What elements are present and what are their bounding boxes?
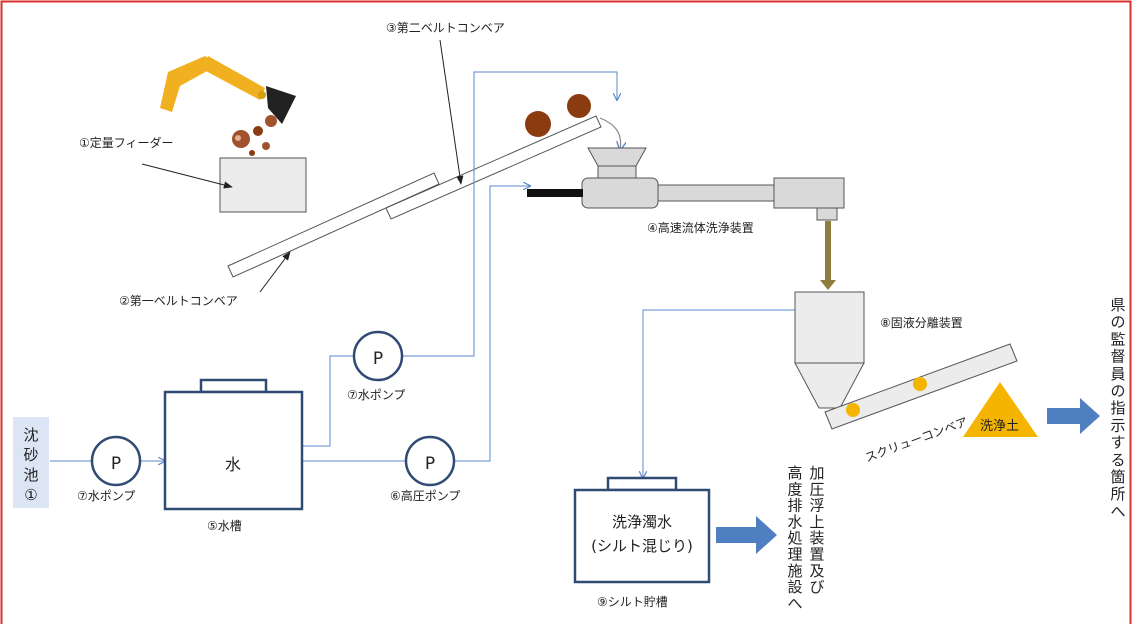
vertical-text-char: 指	[1110, 399, 1125, 417]
vertical-text-char: 箇	[1110, 468, 1125, 486]
top-pump-return-line	[402, 71, 617, 357]
washed-soil-label: 洗浄土	[980, 419, 1019, 434]
soil-output-arrow	[1047, 398, 1100, 434]
vertical-text-char: 池	[23, 466, 38, 484]
vertical-text-char: へ	[787, 594, 802, 612]
vertical-text-char: 浮	[809, 497, 824, 515]
belt2-label: ③第二ベルトコンベア	[386, 21, 505, 35]
silt-tank-label: ⑨シルト貯槽	[597, 595, 668, 609]
vertical-text-char: 理	[787, 546, 802, 564]
vertical-text-char: ①	[24, 486, 37, 504]
vertical-text-char: 督	[1110, 348, 1125, 366]
vertical-text-char: び	[809, 578, 824, 596]
vertical-text-char: 圧	[809, 480, 824, 498]
vertical-text-char: 監	[1110, 330, 1125, 348]
settling-pond-text: 沈砂池 ①	[23, 426, 38, 504]
vertical-text-char: 度	[787, 480, 802, 498]
belt1-pointer	[259, 251, 291, 293]
belt2-pointer	[439, 39, 464, 185]
vertical-text-char: の	[1110, 313, 1125, 331]
vertical-text-char: 高	[787, 464, 802, 482]
pump-symbol: P	[111, 454, 121, 474]
washer-label: ④高速流体洗浄装置	[647, 220, 754, 235]
vertical-text-char: の	[1110, 382, 1125, 400]
vertical-text-char: 置	[809, 546, 824, 564]
vertical-text-char: 処	[787, 529, 802, 547]
first-belt-conveyor	[227, 172, 440, 278]
vertical-text-char: 設	[787, 578, 802, 596]
tank-water-text: 水	[225, 455, 241, 474]
second-belt-conveyor	[385, 115, 602, 220]
vertical-text-char: へ	[1110, 502, 1125, 520]
vertical-text-char: 装	[809, 529, 824, 547]
vertical-text-char: 員	[1110, 365, 1125, 383]
screw-ball	[846, 403, 860, 417]
separator-to-silt-line	[643, 309, 795, 478]
excavator-icon	[160, 56, 296, 124]
drop-arrow	[599, 117, 621, 150]
water-pump-left: P	[90, 435, 142, 487]
soil-pipe-arrowhead	[820, 280, 836, 290]
vertical-text-char: 県	[1110, 296, 1125, 314]
vertical-text-char: す	[1110, 434, 1125, 452]
nozzle	[527, 189, 583, 197]
vertical-text-char: 砂	[23, 446, 38, 464]
vertical-text-char: 加	[809, 464, 824, 482]
settling-pond-box	[13, 417, 49, 508]
vertical-text-char: 水	[787, 513, 802, 531]
washed-soil-triangle	[963, 382, 1038, 437]
dirty-water-line2: (シルト混じり)	[591, 537, 693, 555]
treatment-output-arrow	[716, 516, 777, 554]
high-speed-washer	[581, 147, 845, 221]
feeder-box	[219, 157, 307, 213]
dirty-water-line1: 洗浄濁水	[612, 513, 672, 531]
belt1-label: ②第一ベルトコンベア	[119, 294, 238, 308]
soil-ball	[567, 94, 591, 118]
high-pressure-pump: P	[404, 435, 456, 487]
vertical-text-char: 排	[787, 497, 802, 515]
tank-label: ⑤水槽	[207, 519, 242, 533]
vertical-text-char: る	[1110, 451, 1125, 469]
silt-tank	[573, 476, 711, 584]
left-pump-label: ⑦水ポンプ	[77, 489, 135, 503]
vertical-text-char: 及	[809, 562, 824, 580]
pump-symbol: P	[373, 349, 383, 369]
feeder-pointer	[141, 163, 233, 189]
top-pump-label: ⑦水ポンプ	[347, 388, 405, 402]
tank-to-top-pump-line	[302, 355, 354, 447]
vertical-text-char: 示	[1110, 416, 1125, 434]
screw-label: スクリューコンベア	[863, 415, 969, 465]
vertical-text-char: 上	[809, 513, 824, 531]
solid-liquid-separator	[794, 291, 865, 409]
vertical-text-char: 施	[787, 562, 802, 580]
hp-pump-label: ⑥高圧ポンプ	[390, 488, 460, 503]
feeder-label: ①定量フィーダー	[79, 135, 174, 150]
water-tank	[163, 378, 304, 511]
vertical-text-char: 沈	[23, 426, 38, 444]
separator-label: ⑧固液分離装置	[880, 315, 963, 330]
screw-ball	[913, 377, 927, 391]
vertical-text-char: 所	[1110, 485, 1125, 503]
hp-pump-to-nozzle-line	[454, 186, 530, 462]
falling-soil-icon	[232, 115, 277, 156]
soil-ball	[525, 111, 551, 137]
pump-symbol: P	[425, 454, 435, 474]
water-pump-top: P	[352, 330, 404, 382]
